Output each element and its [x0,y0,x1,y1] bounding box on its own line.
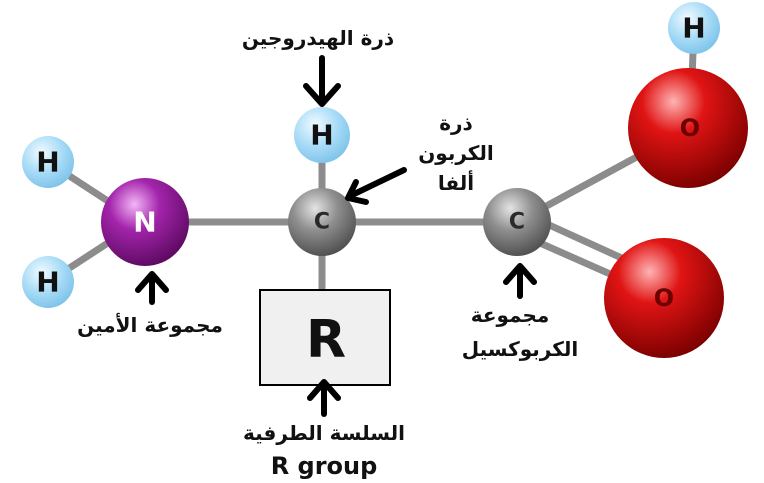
label-carboxyl-line1: مجموعة [471,303,550,327]
atom-h-amine-bottom: H [22,256,74,308]
arrow-side-chain [307,379,341,417]
atom-nitrogen: N [101,178,189,266]
atom-nitrogen-letter: N [133,206,156,239]
atom-h-amine-top: H [22,136,74,188]
atom-carbon-alpha: C [288,188,356,256]
arrow-carboxyl [503,263,537,299]
atom-h-amine-bottom-letter: H [36,266,59,299]
label-alpha-carbon-line3: ألفا [438,169,474,195]
label-amine-group: مجموعة الأمين [77,312,223,337]
r-group-box: R [259,289,391,386]
atom-carbon-carboxyl: C [483,188,551,256]
atom-oxygen-double: O [604,238,724,358]
label-hydrogen-atom: ذرة الهيدروجين [242,26,394,50]
label-side-chain: السلسة الطرفية [243,421,405,445]
arrows [135,55,537,417]
atom-h-top: H [294,107,350,163]
atom-h-hydroxyl: H [668,2,720,54]
atom-h-amine-top-letter: H [36,146,59,179]
label-carboxyl-line2: الكربوكسيل [462,337,578,361]
atom-carbon-carboxyl-letter: C [509,210,525,235]
arrow-alpha-carbon [345,167,407,205]
arrow-hydrogen [303,55,341,107]
atom-h-top-letter: H [310,119,333,152]
atom-h-hydroxyl-letter: H [682,12,705,45]
r-group-letter: R [306,310,346,370]
label-alpha-carbon-line2: الكربون [418,141,494,165]
arrow-amine [135,271,169,305]
atom-carbon-alpha-letter: C [314,210,330,235]
label-r-group-en: R group [271,452,378,480]
atom-oxygen-hydroxyl-letter: O [680,114,700,142]
atom-oxygen-hydroxyl: O [628,68,748,188]
label-alpha-carbon-line1: ذرة [439,111,473,135]
atom-oxygen-double-letter: O [654,284,674,312]
